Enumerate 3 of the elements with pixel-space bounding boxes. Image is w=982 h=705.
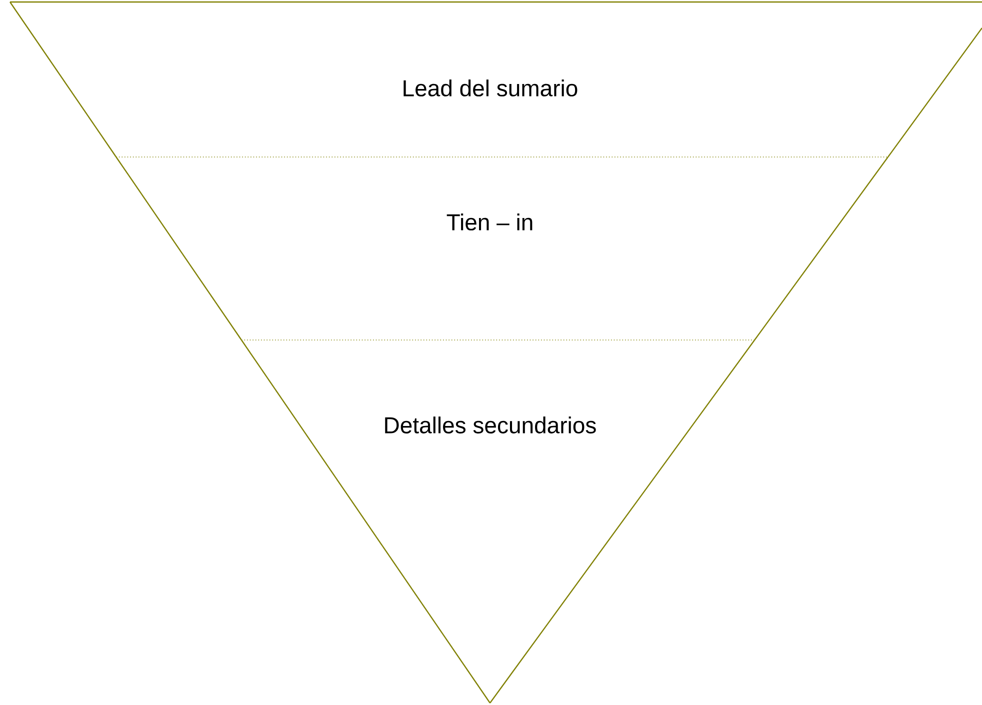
funnel-band: Detalles secundarios <box>240 340 756 704</box>
funnel-band: Lead del sumario <box>10 1 982 158</box>
funnel-band: Tien – in <box>116 156 888 340</box>
